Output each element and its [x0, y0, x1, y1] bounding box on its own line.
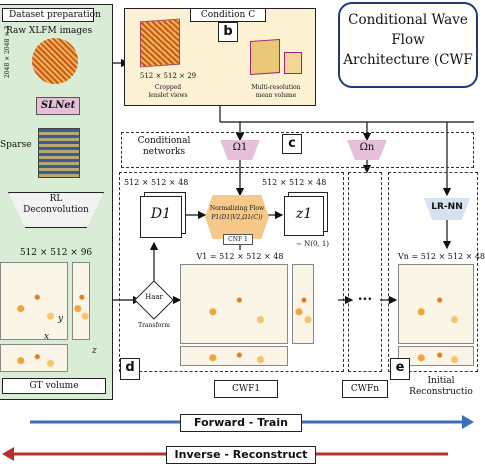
- gt-volume-yz-view: [72, 262, 90, 340]
- badge-b: b: [218, 22, 238, 42]
- gt-volume-xy-view: [0, 262, 68, 340]
- title-line-2: Flow: [391, 32, 425, 48]
- slnet-block: SLNet: [36, 97, 80, 115]
- inverse-reconstruct-label: Inverse - Reconstruct: [166, 446, 316, 464]
- omega-1-label: Ω1: [232, 142, 248, 153]
- initial-reconstruction-label: Initial Reconstructio: [409, 376, 473, 397]
- condition-title: Condition C: [190, 8, 266, 22]
- omega-n-label: Ωn: [359, 142, 375, 153]
- mean-volume-image: [250, 38, 280, 76]
- cwfn-label: CWFn: [342, 380, 388, 398]
- axis-z-label: z: [92, 346, 97, 356]
- forward-train-label: Forward - Train: [180, 414, 302, 432]
- d1-cube: [140, 196, 182, 238]
- lr-nn-network: [424, 198, 470, 220]
- v1-xy-view: [180, 264, 288, 344]
- badge-d: d: [120, 358, 140, 380]
- vn-label: Vn = 512 × 512 × 48: [398, 252, 485, 261]
- normalizing-flow-block: [205, 195, 269, 239]
- axis-x-label: x: [44, 332, 50, 342]
- cwfn-ellipsis: ...: [357, 288, 373, 304]
- title-line-3: Architecture (CWF: [343, 52, 473, 68]
- rl-deconvolution-block: [8, 192, 104, 228]
- cropped-lenslet-image: [140, 18, 180, 68]
- initial-reconstruction-block: [388, 172, 478, 372]
- gt-volume-label: GT volume: [2, 378, 106, 394]
- v1-label: V1 = 512 × 512 × 48: [196, 252, 284, 261]
- sparse-image: [38, 128, 80, 178]
- cwf1-dims-left: 512 × 512 × 48: [124, 178, 189, 187]
- haar-label-2: Transform: [138, 322, 170, 329]
- sparse-label: Sparse: [0, 140, 32, 150]
- cwf1-dims-right: 512 × 512 × 48: [262, 178, 327, 187]
- crop-label-2: lenslet views: [148, 92, 188, 99]
- raw-images-label: Raw XLFM images: [6, 26, 93, 36]
- v1-xz-view: [180, 346, 288, 366]
- gt-volume-xz-view: [0, 344, 68, 372]
- forward-arrow-head: [462, 415, 474, 429]
- nf-line-1: Normalizing Flow: [209, 205, 265, 212]
- d1-label: D1: [150, 206, 172, 222]
- inverse-arrow-head: [2, 447, 14, 461]
- vn-xy-view: [398, 264, 474, 344]
- conditional-networks-label: Conditional networks: [137, 136, 191, 157]
- rl-deconvolution-label: RL Deconvolution: [23, 194, 89, 215]
- cwf1-label: CWF1: [214, 380, 278, 398]
- cwfn-block: [348, 172, 382, 372]
- axis-y-label: y: [58, 314, 64, 324]
- mean-label-1: Multi-resolution: [251, 84, 301, 91]
- cnf-label: CNF 1: [223, 234, 253, 245]
- dataset-preparation-title: Dataset preparation: [2, 8, 101, 22]
- connector-lines: [51, 58, 474, 305]
- nf-line-2: P1(D1|V2,Ω1(C)): [211, 214, 263, 221]
- noise-label: ∼ N(0, 1): [296, 240, 330, 248]
- title-line-1: Conditional Wave: [348, 12, 468, 28]
- raw-xlfm-image: [32, 38, 78, 84]
- conditional-networks-box: [121, 132, 474, 168]
- lr-nn-label: LR-NN: [431, 202, 463, 212]
- gt-dims-label: 512 × 512 × 96: [19, 248, 93, 258]
- z1-label: z1: [295, 206, 313, 222]
- raw-dims-label: 2048 × 2048 × 3: [4, 25, 11, 78]
- cwf1-block: [119, 172, 344, 372]
- mean-volume-small-image: [284, 52, 302, 74]
- crop-dims-label: 512 × 512 × 29: [139, 72, 197, 80]
- z1-cube: [284, 196, 324, 236]
- v1-yz-view: [292, 264, 314, 344]
- omega-n-network: [347, 140, 387, 160]
- haar-label-1: Haar: [145, 293, 163, 301]
- mean-label-2: mean volume: [255, 92, 297, 99]
- crop-label-1: Cropped: [154, 84, 182, 91]
- architecture-title-box: Conditional Wave Flow Architecture (CWF: [338, 2, 478, 88]
- omega-1-network: [220, 140, 260, 160]
- vn-xz-view: [398, 346, 474, 366]
- badge-e: e: [390, 358, 410, 380]
- badge-c: c: [282, 134, 302, 154]
